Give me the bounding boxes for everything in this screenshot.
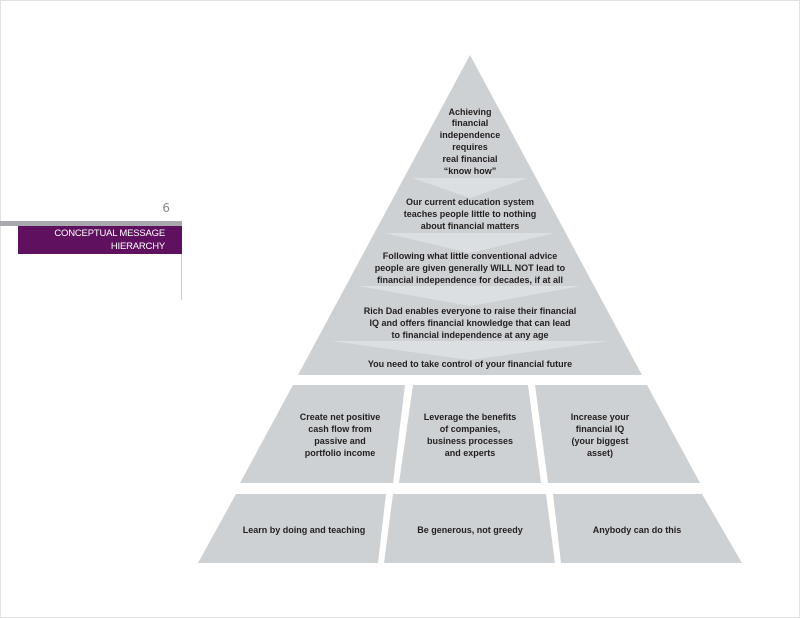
pillar-message: Increase your financial IQ (your biggest… — [571, 412, 630, 458]
message-line: financial independence for decades, if a… — [377, 275, 563, 285]
pillar-line: portfolio income — [305, 448, 376, 458]
pillar-line: asset) — [587, 448, 613, 458]
chevron-divider — [331, 341, 609, 360]
message-line: financial — [452, 118, 489, 128]
message-line: Rich Dad enables everyone to raise their… — [364, 306, 577, 316]
foundation-label: Be generous, not greedy — [417, 525, 523, 535]
apex-message: Achieving financial independence require… — [440, 107, 501, 176]
foundation-label: Anybody can do this — [593, 525, 682, 535]
foundation-label: Learn by doing and teaching — [243, 525, 366, 535]
pillar-line: of companies, — [440, 424, 501, 434]
section-title-line: CONCEPTUAL MESSAGE — [54, 228, 165, 239]
pillar-block — [240, 385, 405, 483]
pillar-block — [399, 385, 541, 483]
header-rule — [0, 221, 182, 226]
message-line: requires — [452, 142, 488, 152]
message-line: Following what little conventional advic… — [383, 251, 558, 261]
pillar-line: financial IQ — [576, 424, 625, 434]
message-line: to financial independence at any age — [391, 330, 548, 340]
pillar-line: cash flow from — [308, 424, 372, 434]
message-line: people are given generally WILL NOT lead… — [375, 263, 566, 273]
apex-message: Our current education system teaches peo… — [404, 197, 537, 231]
message-line: Achieving — [448, 107, 491, 117]
apex-triangle — [298, 55, 642, 375]
message-line: You need to take control of your financi… — [368, 359, 572, 369]
pillar-block — [535, 385, 700, 483]
message-line: independence — [440, 130, 501, 140]
apex-message: Following what little conventional advic… — [375, 251, 566, 285]
pillar-line: (your biggest — [571, 436, 628, 446]
message-line: IQ and offers financial knowledge that c… — [369, 318, 570, 328]
foundation-block — [553, 494, 742, 563]
foundation-block — [384, 494, 555, 563]
page-number: 6 — [162, 201, 170, 215]
message-line: “know how” — [444, 166, 497, 176]
chevron-divider — [385, 233, 555, 253]
foundation-block — [198, 494, 386, 563]
pillar-line: Increase your — [571, 412, 630, 422]
section-title-band: CONCEPTUAL MESSAGE HIERARCHY — [18, 226, 182, 254]
pillar-line: business processes — [427, 436, 513, 446]
pillar-message: Create net positive cash flow from passi… — [300, 412, 381, 458]
vertical-rule — [181, 254, 182, 300]
pillar-line: Create net positive — [300, 412, 381, 422]
message-line: teaches people little to nothing — [404, 209, 537, 219]
chevron-divider — [412, 178, 528, 198]
pillar-line: passive and — [314, 436, 366, 446]
apex-message: You need to take control of your financi… — [368, 359, 572, 369]
message-line: real financial — [442, 154, 497, 164]
chevron-divider — [359, 286, 581, 306]
message-line: about financial matters — [421, 221, 520, 231]
section-title-line: HIERARCHY — [110, 240, 165, 252]
message-line: Our current education system — [406, 197, 534, 207]
pillar-line: Leverage the benefits — [424, 412, 517, 422]
pillar-line: and experts — [445, 448, 496, 458]
apex-message: Rich Dad enables everyone to raise their… — [364, 306, 577, 340]
pillar-message: Leverage the benefits of companies, busi… — [424, 412, 517, 458]
